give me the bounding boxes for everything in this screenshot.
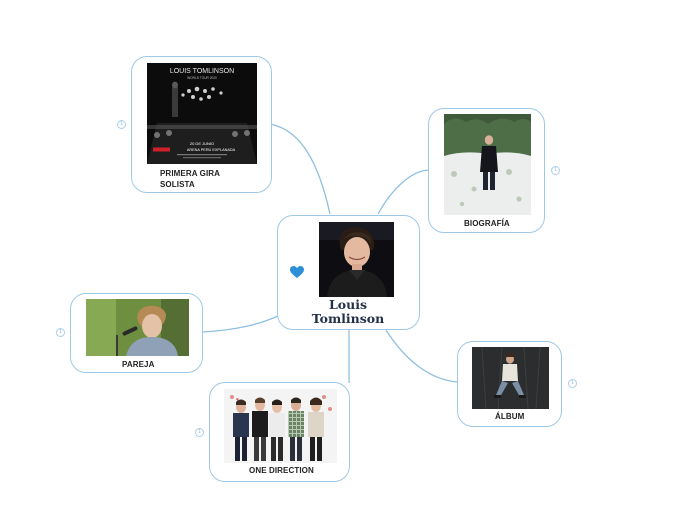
- topic-label-pareja: PAREJA: [122, 360, 155, 369]
- link-biografia: [377, 169, 431, 215]
- poster-subtitle-text: WORLD TOUR 2020: [187, 76, 217, 80]
- topic-node-primera-gira[interactable]: LOUIS TOMLINSON WORLD TOUR 2020 20 DE JU…: [131, 56, 272, 193]
- topic-label-line1: PRIMERA GIRA: [160, 169, 221, 178]
- expand-badge-biografia[interactable]: 1: [551, 166, 560, 175]
- topic-node-one-direction[interactable]: ♥: [209, 382, 350, 482]
- topic-label-primera-gira: PRIMERA GIRA SOLISTA: [160, 168, 220, 190]
- topic-label-line2: SOLISTA: [160, 180, 195, 189]
- tour-poster-image: LOUIS TOMLINSON WORLD TOUR 2020 20 DE JU…: [147, 63, 257, 164]
- topic-node-pareja[interactable]: PAREJA: [70, 293, 203, 373]
- louis-portrait-image: [319, 222, 394, 297]
- link-pareja: [202, 315, 279, 333]
- topic-label-album: ÁLBUM: [495, 412, 525, 421]
- topic-node-album[interactable]: ÁLBUM: [457, 341, 562, 427]
- pareja-image: [86, 299, 189, 356]
- topic-label-biografia: BIOGRAFÍA: [464, 219, 510, 228]
- album-cover-image: [472, 347, 549, 409]
- expand-badge-one-direction[interactable]: 1: [195, 428, 204, 437]
- heart-icon: [290, 266, 304, 278]
- topic-label-one-direction: ONE DIRECTION: [249, 466, 314, 475]
- central-title-line2: Tomlinson: [311, 311, 385, 326]
- biografia-image: [444, 114, 531, 215]
- expand-badge-album[interactable]: 1: [568, 379, 577, 388]
- link-album: [385, 329, 459, 383]
- central-topic-title: Louis Tomlinson: [278, 298, 418, 326]
- svg-text:♥: ♥: [236, 397, 239, 403]
- expand-badge-gira[interactable]: 1: [117, 120, 126, 129]
- central-title-line1: Louis: [328, 297, 367, 312]
- poster-title-text: LOUIS TOMLINSON: [170, 68, 234, 75]
- poster-date-text: 20 DE JUNIO: [190, 141, 214, 146]
- one-direction-image: ♥: [224, 389, 337, 463]
- expand-badge-pareja[interactable]: 1: [56, 328, 65, 337]
- poster-venue-text: ARENA PERÚ EXPLANADA: [187, 147, 236, 152]
- link-gira: [269, 123, 331, 215]
- topic-node-biografia[interactable]: BIOGRAFÍA: [428, 108, 545, 233]
